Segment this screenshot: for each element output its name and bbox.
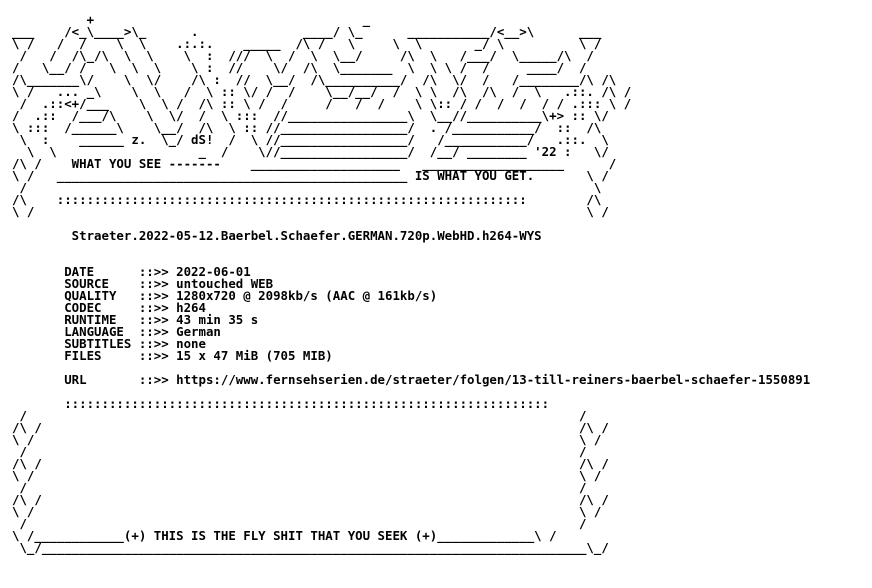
nfo-line: / \__/ / \ \ \ \ : // \/ /\ \_______ \ \… — [12, 60, 587, 75]
field-codec: CODEC ::>> h264 — [12, 300, 206, 315]
field-files: FILES ::>> 15 x 47 MiB (705 MIB) — [12, 348, 333, 363]
field-source: SOURCE ::>> untouched WEB — [12, 276, 274, 291]
nfo-line: / .:: /___/\ \ \/ / \ ::: //____________… — [12, 108, 609, 123]
nfo-line: \ : ______ z. \_/ dS! / \ //____________… — [12, 132, 609, 147]
nfo-line: /\ / /\ / — [12, 456, 609, 471]
release-name: Straeter.2022-05-12.Baerbel.Schaefer.GER… — [12, 228, 542, 243]
tagline-what-you-get: \ / ____________________________________… — [12, 168, 609, 183]
nfo-line: \ ::: /______\ \__/ /\ \ :: //__________… — [12, 120, 602, 135]
field-runtime: RUNTIME ::>> 43 min 35 s — [12, 312, 259, 327]
nfo-line: / / — [12, 444, 587, 459]
nfo-line: / .::<+/___ \ \ / /\ :: \ / / / / / \ \:… — [12, 96, 632, 111]
nfo-line: / / — [12, 516, 587, 531]
nfo-line: \ \ _ / \//_________________/ /__/ _____… — [12, 144, 609, 159]
nfo-line: / \ — [12, 180, 602, 195]
divider: /\ :::::::::::::::::::::::::::::::::::::… — [12, 192, 602, 207]
nfo-line: / / — [12, 480, 587, 495]
nfo-line: + _ — [12, 12, 371, 27]
divider: ::::::::::::::::::::::::::::::::::::::::… — [12, 396, 550, 411]
field-date: DATE ::>> 2022-06-01 — [12, 264, 251, 279]
nfo-line: / / — [12, 408, 587, 423]
nfo-line: / / /\_/\ \ \ \ : /// \ / \ \__/ /\ \ /_… — [12, 48, 594, 63]
nfo-line: \ / \ / — [12, 432, 602, 447]
nfo-line — [12, 242, 810, 254]
footer-border: \_/_____________________________________… — [12, 540, 609, 555]
nfo-text: + ____ /<_\____>\_ . ____/ \_ __________… — [12, 12, 811, 555]
nfo-line: /\ / /\ / — [12, 492, 609, 507]
tagline-what-you-see: /\ / WHAT YOU SEE ------- ______________… — [12, 156, 617, 171]
footer-tagline: \ /____________(+) THIS IS THE FLY SHIT … — [12, 528, 557, 543]
field-quality: QUALITY ::>> 1280x720 @ 2098kb/s (AAC @ … — [12, 288, 438, 303]
nfo-line: /\ / /\ / — [12, 420, 609, 435]
field-language: LANGUAGE ::>> German — [12, 324, 221, 339]
field-url: URL ::>> https://www.fernsehserien.de/st… — [12, 372, 811, 387]
nfo-line: /\_______\/ \ \/ /\ : // \__/ /\________… — [12, 72, 617, 87]
field-subtitles: SUBTITLES ::>> none — [12, 336, 206, 351]
nfo-line: \ / \ / — [12, 468, 602, 483]
nfo-line: \ / / / \ \ .:.:. _____ /\ / \ \ \ _/ \ … — [12, 36, 602, 51]
nfo-line: \ / \ / — [12, 204, 609, 219]
nfo-line: \ / \ / — [12, 504, 602, 519]
nfo-line: ___ /<_\____>\_ . ____/ \_ ___________/<… — [12, 24, 602, 39]
nfo-line: \ / ... _\ \ \ / \ :: \/ / / \__/__/ / \… — [12, 84, 632, 99]
